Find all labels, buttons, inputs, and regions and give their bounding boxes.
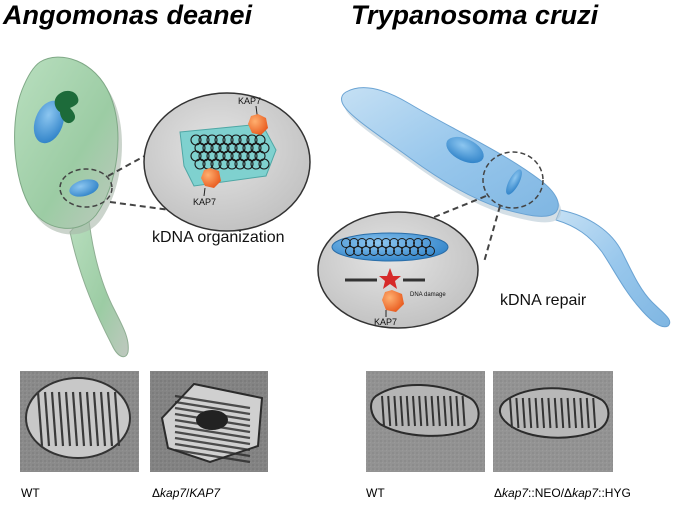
kdna-minicircle xyxy=(409,246,419,256)
trypanosoma-flagellum xyxy=(555,209,671,328)
kdna-minicircle xyxy=(210,158,222,170)
kdna-minicircle xyxy=(405,238,415,248)
kap7-protein-top xyxy=(248,114,268,135)
angomonas-kinetoplast-highlight xyxy=(59,168,113,208)
kdna-minicircle xyxy=(361,246,371,256)
kdna-minicircle xyxy=(218,158,230,170)
kdna-minicircle xyxy=(369,246,379,256)
dna-damage-star xyxy=(379,268,401,289)
kdna-minicircle xyxy=(349,238,359,248)
angomonas-inset: KAP7 KAP7 xyxy=(143,92,311,232)
kdna-organization-label: kDNA organization xyxy=(152,229,285,246)
kdna-minicircle xyxy=(385,246,395,256)
kdna-minicircle xyxy=(250,158,262,170)
kdna-minicircle xyxy=(341,238,351,248)
kdna-minicircle xyxy=(357,238,367,248)
kdna-minicircle xyxy=(413,238,423,248)
kdna-minicircle xyxy=(381,238,391,248)
kap7-protein-bottom xyxy=(201,168,221,188)
kdna-minicircle xyxy=(234,158,246,170)
kdna-minicircle xyxy=(194,158,206,170)
label-trypanosoma-mutant: Δkap7::NEO/Δkap7::HYG xyxy=(494,486,631,500)
angomonas-nucleus xyxy=(33,100,65,144)
kap7-label-repair: KAP7 xyxy=(374,317,397,327)
title-trypanosoma-cruzi: Trypanosoma cruzi xyxy=(351,0,599,30)
kap7-label-bottom: KAP7 xyxy=(193,197,216,207)
micrograph-angomonas-wt xyxy=(20,371,139,472)
kdna-minicircle xyxy=(365,238,375,248)
kdna-repair-label: kDNA repair xyxy=(500,292,587,309)
kdna-minicircle xyxy=(393,246,403,256)
trypanosoma-cell xyxy=(341,87,671,328)
kdna-minicircle xyxy=(345,246,355,256)
kap7-protein-repair xyxy=(382,290,404,312)
kdna-minicircle xyxy=(373,238,383,248)
kdna-minicircle xyxy=(397,238,407,248)
trypanosoma-nucleus xyxy=(446,136,484,164)
angomonas-kinetoplast xyxy=(69,179,99,197)
kdna-minicircle xyxy=(401,246,411,256)
trypanosoma-kinetoplast-highlight xyxy=(482,151,544,209)
kdna-minicircle xyxy=(242,158,254,170)
kdna-minicircle xyxy=(258,158,270,170)
kdna-minicircle xyxy=(417,246,427,256)
label-angomonas-wt: WT xyxy=(21,486,40,500)
angomonas-flagellum xyxy=(69,210,129,358)
kdna-network xyxy=(190,134,270,170)
label-trypanosoma-wt: WT xyxy=(366,486,385,500)
angomonas-symbiont xyxy=(54,90,79,124)
micrograph-trypanosoma-mutant xyxy=(493,371,613,472)
kdna-network xyxy=(341,238,435,256)
angomonas-cell xyxy=(14,56,171,358)
kap7-label-top: KAP7 xyxy=(238,96,261,106)
kdna-minicircle xyxy=(353,246,363,256)
kdna-minicircle xyxy=(421,238,431,248)
kdna-minicircle xyxy=(226,158,238,170)
trypanosoma-inset: DNA damage KAP7 xyxy=(317,211,479,329)
label-angomonas-mutant: Δkap7/KAP7 xyxy=(152,486,221,500)
kdna-minicircle xyxy=(389,238,399,248)
kdna-minicircle xyxy=(377,246,387,256)
micrograph-angomonas-mutant xyxy=(150,371,268,472)
micrograph-trypanosoma-wt xyxy=(366,371,485,472)
dna-damage-label: DNA damage xyxy=(410,292,446,298)
kdna-minicircle xyxy=(425,246,435,256)
trypanosoma-kinetoplast xyxy=(506,169,522,195)
title-angomonas-deanei: Angomonas deanei xyxy=(3,0,253,30)
